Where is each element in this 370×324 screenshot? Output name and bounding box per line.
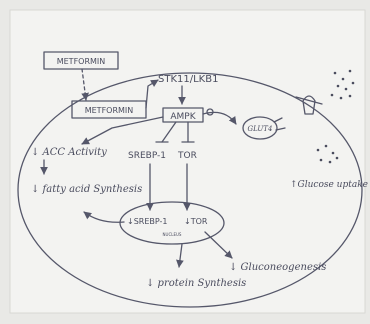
tor-nucleus-label: ↓TOR bbox=[184, 217, 208, 226]
glucose-uptake-label: ↑Glucose uptake bbox=[290, 180, 368, 190]
nucleus-label: NUCLEUS bbox=[163, 232, 182, 237]
stk11-label: STK11/LKB1 bbox=[158, 74, 218, 85]
tor-label: TOR bbox=[177, 151, 197, 161]
protein-synthesis-label: ↓ protein Synthesis bbox=[146, 278, 246, 289]
glut4-label: GLUT4 bbox=[248, 125, 273, 133]
srebp1-label: SREBP-1 bbox=[128, 151, 166, 161]
metformin-outside-label: METFORMIN bbox=[57, 57, 106, 66]
fatty-acid-synthesis-label: ↓ fatty acid Synthesis bbox=[31, 184, 142, 195]
metformin-inside-label: METFORMIN bbox=[85, 106, 134, 115]
ampk-label: AMPK bbox=[170, 112, 196, 122]
acc-activity-label: ↓ ACC Activity bbox=[31, 147, 107, 158]
srebp1-nucleus-label: ↓SREBP-1 bbox=[127, 217, 168, 226]
gluconeogenesis-label: ↓ Gluconeogenesis bbox=[229, 262, 326, 273]
